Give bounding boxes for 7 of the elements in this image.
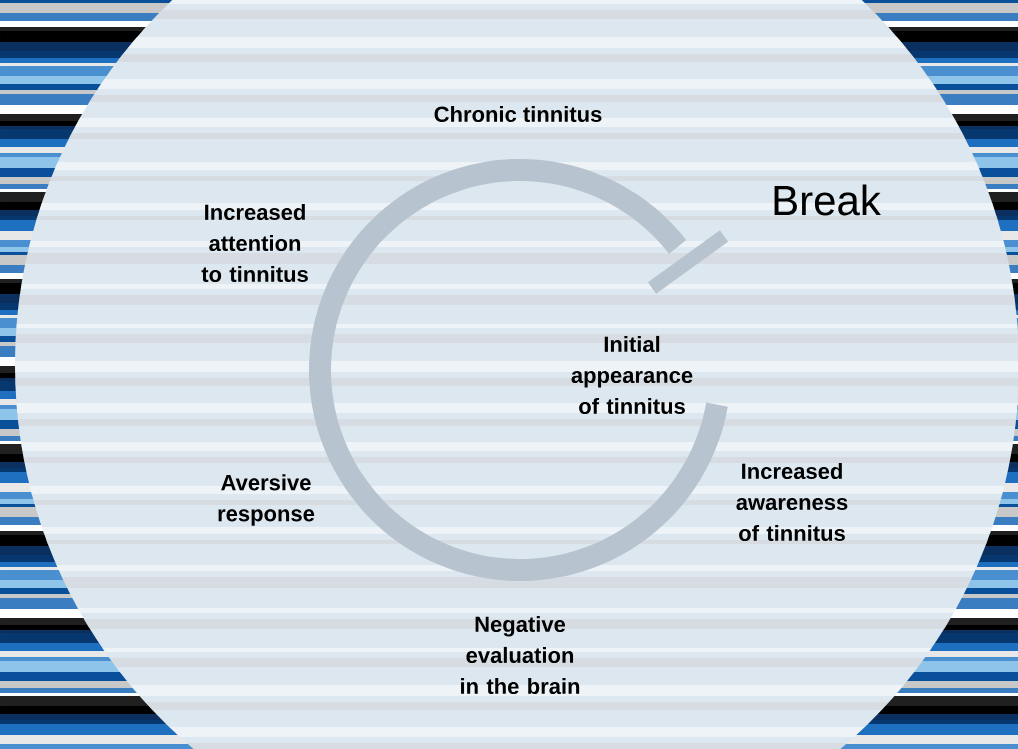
stage-label: Aversive response [218, 474, 315, 526]
stage-label: Increased awareness of tinnitus [736, 462, 848, 542]
stage-label: Increased attention to tinnitus [201, 203, 308, 283]
break-label: Break [774, 184, 881, 216]
stage-label: Chronic tinnitus [434, 105, 602, 123]
stage-label: Initial appearance of tinnitus [571, 335, 693, 415]
stage-label: Negative evaluation in the brain [461, 615, 580, 695]
